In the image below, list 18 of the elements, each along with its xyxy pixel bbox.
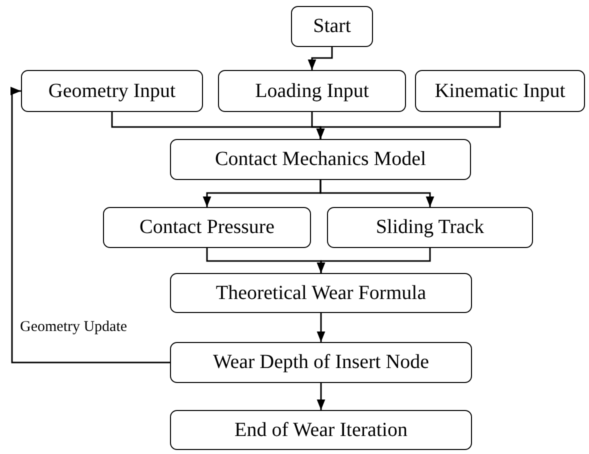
process-box: Start	[291, 6, 373, 47]
process-box: Wear Depth of Insert Node	[170, 342, 472, 383]
process-box: End of Wear Iteration	[170, 410, 472, 450]
edge-label: Geometry Update	[18, 319, 130, 336]
process-box: Geometry Input	[21, 70, 203, 112]
arrow	[316, 383, 326, 410]
process-box: Loading Input	[218, 70, 406, 112]
arrow	[316, 112, 501, 139]
arrow	[316, 313, 326, 342]
arrow	[10, 86, 170, 364]
process-box: Contact Mechanics Model	[170, 139, 471, 180]
process-box: Contact Pressure	[103, 207, 311, 248]
arrow	[308, 47, 333, 70]
arrow	[316, 248, 431, 273]
process-box: Theoretical Wear Formula	[170, 273, 472, 313]
arrow	[320, 180, 434, 207]
process-box: Sliding Track	[327, 207, 533, 248]
process-box: Kinematic Input	[415, 70, 585, 112]
